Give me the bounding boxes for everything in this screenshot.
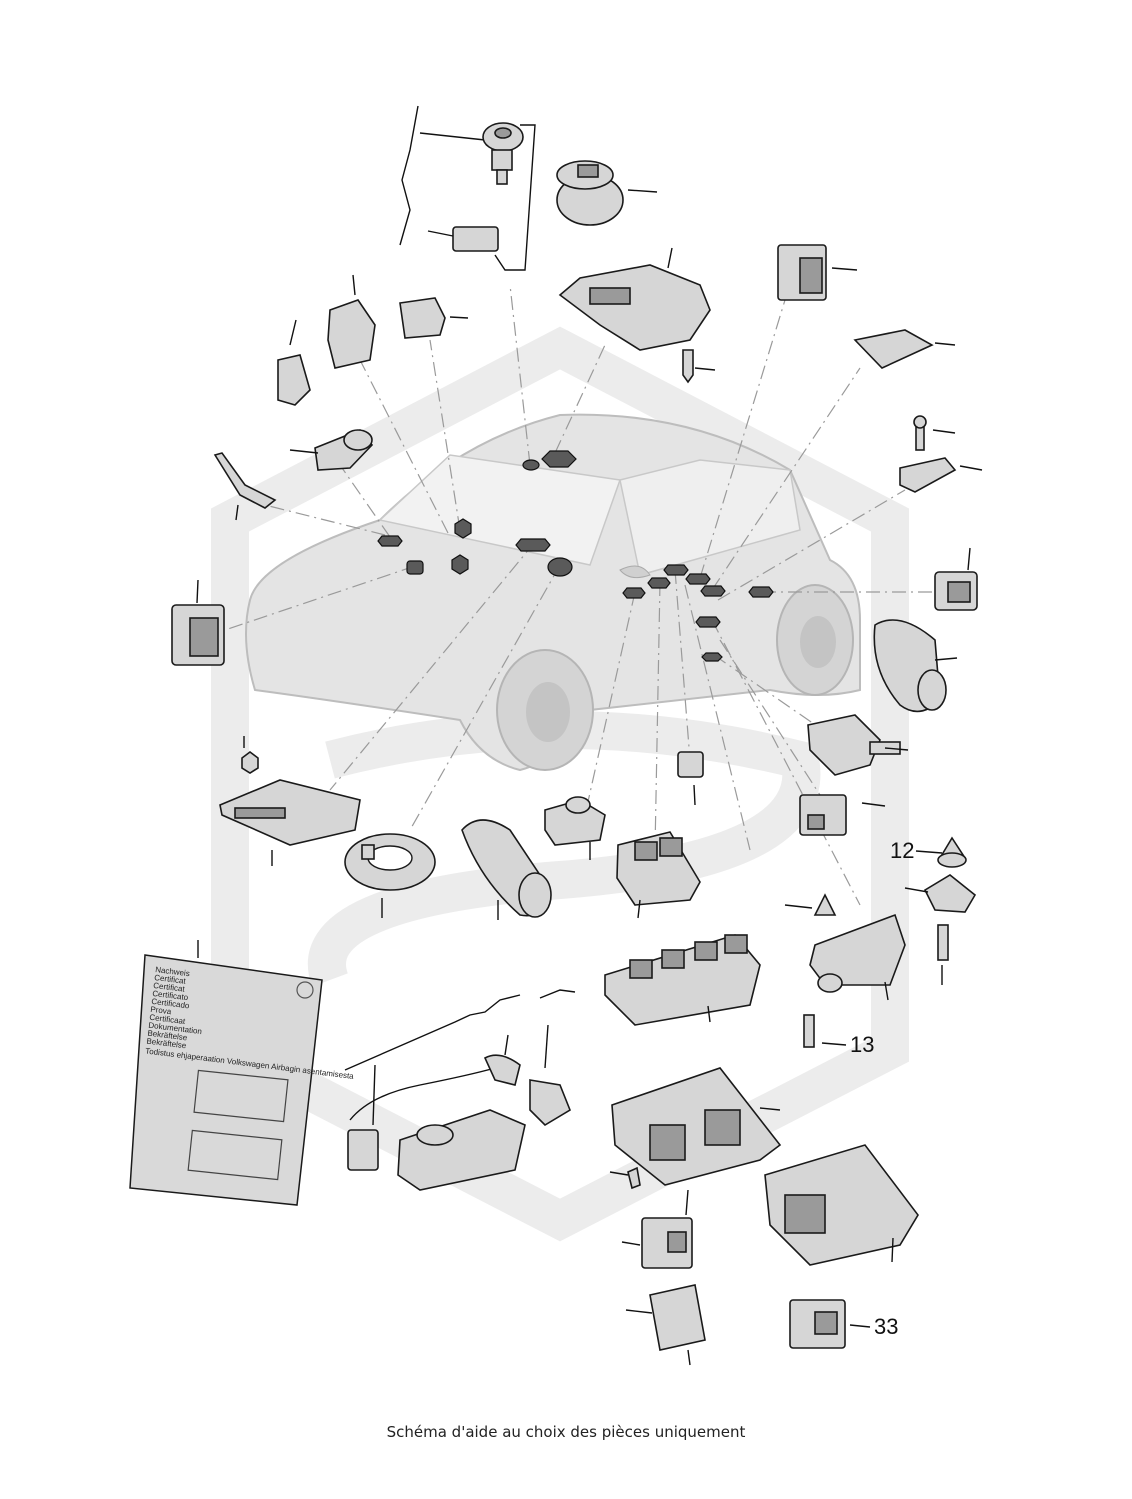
part-trim-panel-rear [764, 1144, 919, 1266]
cert-line-1: Nachweis [155, 965, 191, 978]
part-control-unit-left [219, 736, 361, 866]
certificate-card: Nachweis Certificat Certificat Certifica… [129, 940, 355, 1206]
part-bolt-and-sensor-right [899, 415, 983, 493]
part-window-switches-lower: 33 [621, 1189, 898, 1366]
cert-line-3: Certificat [153, 981, 186, 994]
part-bellows-left [461, 819, 552, 920]
part-belt-tensioner-wiring [344, 989, 576, 1191]
car-illustration [245, 413, 861, 772]
guide-lines [224, 284, 935, 906]
part-side-sensor-right [934, 547, 978, 611]
part-crash-sensor-top [399, 105, 536, 271]
vw-logo-icon [296, 981, 314, 999]
part-clips-and-sensor-12-13: 12 13 [784, 836, 977, 1057]
callout-13: 13 [850, 1032, 874, 1057]
part-switch-upper-right [777, 244, 858, 301]
diagram-caption: Schéma d'aide au choix des pièces unique… [386, 1423, 746, 1441]
part-module-lower-right [807, 714, 909, 776]
part-sensor-centre [544, 796, 606, 860]
part-switch-left [171, 579, 225, 666]
cert-line-2: Certificat [154, 973, 187, 986]
part-window-switch-double [616, 831, 701, 919]
part-small-switch-centre [677, 751, 704, 806]
callout-12: 12 [890, 838, 914, 863]
part-sensor-b-pillar [799, 794, 886, 836]
part-trim-panel-front [609, 1067, 782, 1190]
part-upper-left-switches [213, 274, 469, 521]
part-airbag-unit-roof [558, 247, 716, 384]
cert-line-6: Prova [150, 1005, 172, 1017]
cert-line-4: Certificato [152, 989, 189, 1002]
location-markers [377, 450, 774, 662]
cert-line-7: Certificaat [149, 1013, 187, 1026]
part-bellows-right [873, 619, 958, 713]
part-clock-spring-top [556, 160, 658, 226]
part-connector-right [853, 329, 956, 369]
part-window-switch-quad [604, 934, 761, 1026]
part-clock-spring-left [344, 833, 436, 918]
callout-33: 33 [874, 1314, 898, 1339]
